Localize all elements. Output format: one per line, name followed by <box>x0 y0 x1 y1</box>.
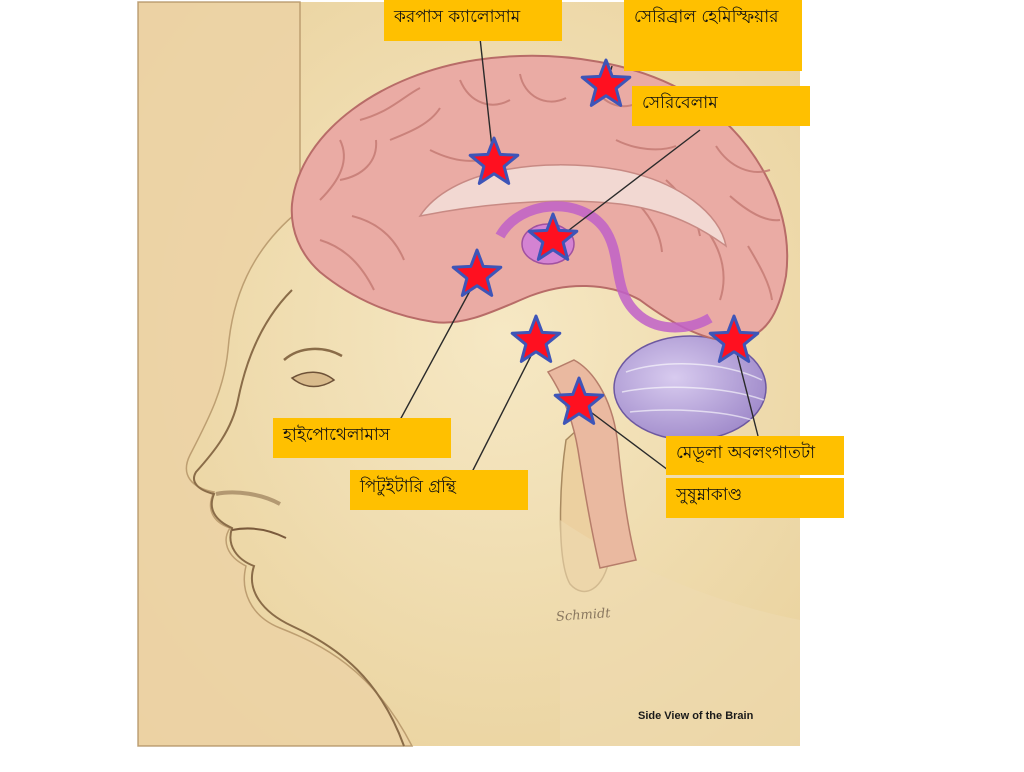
label-hypothalamus: হাইপোথেলামাস <box>273 418 451 458</box>
star-cerebral-hemisphere <box>580 58 632 107</box>
label-cerebellum: সেরিবেলাম <box>632 86 810 126</box>
stars <box>451 58 760 425</box>
limbic-arc <box>495 201 713 333</box>
label-spinal-cord: সুষুম্নাকাণ্ড <box>666 478 844 518</box>
star-pituitary-gland <box>510 314 562 363</box>
label-medulla-oblongata: মেডূলা অবলংগাতটা <box>666 436 844 475</box>
star-corpus-callosum <box>468 136 520 185</box>
neck <box>560 520 800 746</box>
figure-caption: Side View of the Brain <box>638 710 754 722</box>
face-outline <box>193 289 405 747</box>
label-cerebral-hemisphere: সেরিব্রাল হেমিস্ফিয়ার <box>624 0 802 71</box>
label-corpus-callosum: করপাস ক্যালোসাম <box>384 0 562 41</box>
star-cerebellum <box>527 212 579 261</box>
mustache <box>215 490 281 506</box>
label-pituitary-gland: পিটুইটারি গ্রন্থি <box>350 470 528 510</box>
mouth <box>231 527 287 539</box>
star-spinal-cord <box>553 376 605 425</box>
corpus-callosum-shape <box>418 164 728 248</box>
star-medulla-oblongata <box>708 314 760 363</box>
head-profile <box>137 1 414 747</box>
star-hypothalamus <box>451 248 503 297</box>
eye <box>290 371 336 388</box>
eyebrow <box>283 347 343 361</box>
